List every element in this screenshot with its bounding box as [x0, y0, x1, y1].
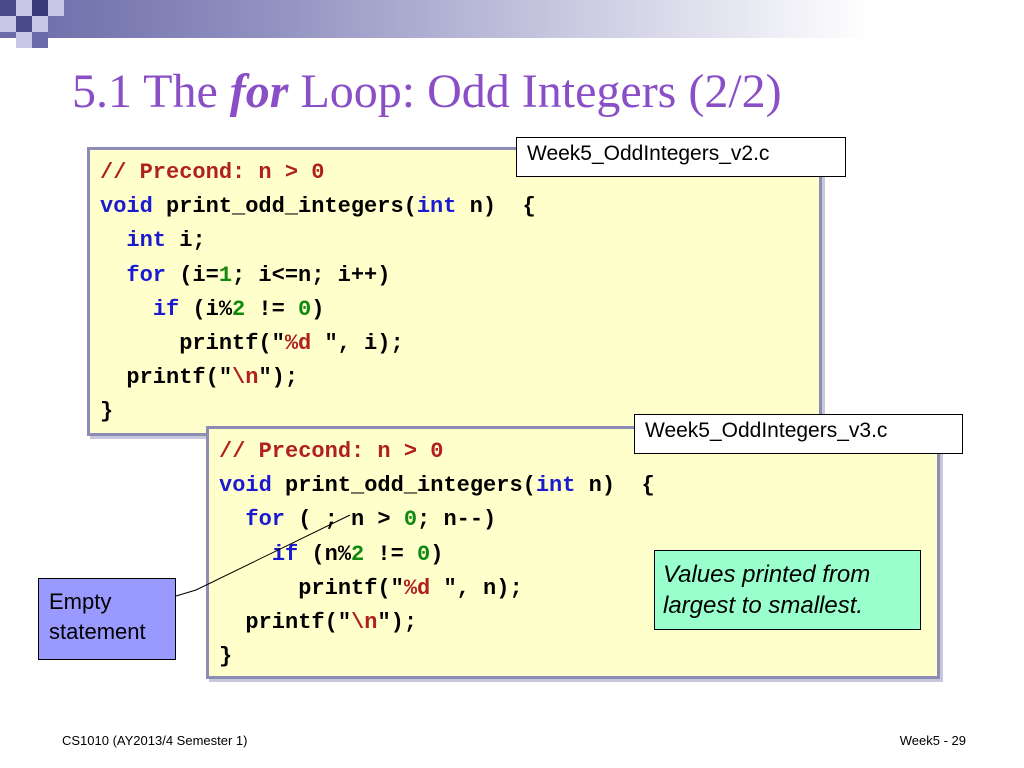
code-token: if [152, 296, 180, 322]
code-token: ; n--) [417, 507, 497, 533]
code-token: ( ; n > [285, 507, 404, 533]
code-token: ", n); [443, 575, 523, 601]
code-token: for [126, 262, 167, 288]
code-token: // Precond: n > 0 [100, 160, 325, 185]
decor-square [0, 0, 16, 16]
code-token: int [535, 473, 576, 499]
code-line: printf("%d ", n); [219, 572, 927, 606]
callout-line-path [175, 514, 351, 597]
slide-title: 5.1 The for Loop: Odd Integers (2/2) [72, 65, 782, 118]
code-token: 2 [232, 296, 246, 322]
code-token: int [126, 228, 167, 254]
code-line: for (i=1; i<=n; i++) [100, 259, 809, 293]
file-label-v2: Week5_OddIntegers_v2.c [516, 137, 846, 177]
code-token: "); [377, 609, 418, 635]
code-token: "); [258, 365, 299, 391]
code-line: void print_odd_integers(int n) { [219, 469, 927, 503]
code-token: \n [232, 365, 259, 391]
code-token: ", i); [324, 330, 404, 356]
code-line: printf("\n"); [100, 361, 809, 395]
code-line: } [219, 640, 927, 674]
code-token: printf(" [219, 575, 404, 601]
code-token: n) { [575, 473, 655, 499]
code-token: if [271, 541, 299, 567]
code-token: i; [166, 228, 206, 254]
code-token: %d [284, 330, 325, 356]
code-line: int i; [100, 224, 809, 258]
code-token: void [219, 473, 272, 499]
code-token: print_odd_integers( [152, 194, 417, 220]
code-line: if (i%2 != 0) [100, 293, 809, 327]
decor-square [32, 16, 48, 32]
code-token: } [219, 644, 233, 670]
code-token: (i% [179, 296, 233, 322]
decor-square [0, 16, 16, 32]
code-token: != [245, 296, 299, 322]
code-token: 0 [298, 296, 312, 322]
code-token: (i= [166, 262, 219, 288]
code-token: print_odd_integers( [271, 473, 536, 499]
code-token: \n [351, 609, 378, 635]
code-token: printf(" [219, 609, 352, 635]
decor-square [32, 32, 48, 48]
code-token: ) [311, 296, 325, 322]
code-line: if (n%2 != 0) [219, 538, 927, 572]
code-token: 0 [403, 507, 418, 533]
title-keyword: for [229, 65, 289, 118]
note-box: Values printed from largest to smallest. [654, 550, 921, 630]
decor-square [16, 32, 32, 48]
code-token: } [100, 399, 114, 425]
footer-page: Week5 - 29 [899, 733, 966, 748]
title-bar-gradient [0, 0, 1024, 38]
code-token: %d [403, 575, 444, 601]
code-token: n) { [456, 194, 536, 220]
code-token: ; i<=n; i++) [232, 262, 391, 288]
code-token: printf(" [100, 365, 233, 391]
code-line: printf("\n"); [219, 606, 927, 640]
code-token: 0 [417, 541, 431, 567]
code-line: // Precond: n > 0 [100, 156, 809, 190]
callout-line: Empty [49, 589, 112, 614]
decor-square [16, 0, 32, 16]
code-line: } [100, 395, 809, 429]
code-token: 1 [218, 262, 233, 288]
code-token: printf(" [100, 330, 285, 356]
code-token: // Precond: n > 0 [219, 439, 444, 464]
empty-statement-callout: Empty statement [38, 578, 176, 660]
code-line: printf("%d ", i); [100, 327, 809, 361]
code-token: for [245, 507, 286, 533]
code-line: for ( ; n > 0; n--) [219, 503, 927, 537]
code-token: (n% [298, 541, 352, 567]
file-label-v3: Week5_OddIntegers_v3.c [634, 414, 963, 454]
code-line: // Precond: n > 0 [219, 435, 927, 469]
callout-line: statement [49, 619, 146, 644]
decor-square [48, 0, 64, 16]
footer-course: CS1010 (AY2013/4 Semester 1) [62, 733, 248, 748]
code-token: 2 [351, 541, 365, 567]
note-line: largest to smallest. [663, 592, 864, 619]
code-token: void [100, 194, 153, 220]
code-line: void print_odd_integers(int n) { [100, 190, 809, 224]
code-block-v2: // Precond: n > 0 void print_odd_integers… [87, 147, 822, 436]
code-token: ) [430, 541, 444, 567]
note-line: Values printed from [663, 561, 871, 588]
code-token: int [416, 194, 457, 220]
decor-square [32, 0, 48, 16]
decor-square [16, 16, 32, 32]
code-token: != [364, 541, 418, 567]
